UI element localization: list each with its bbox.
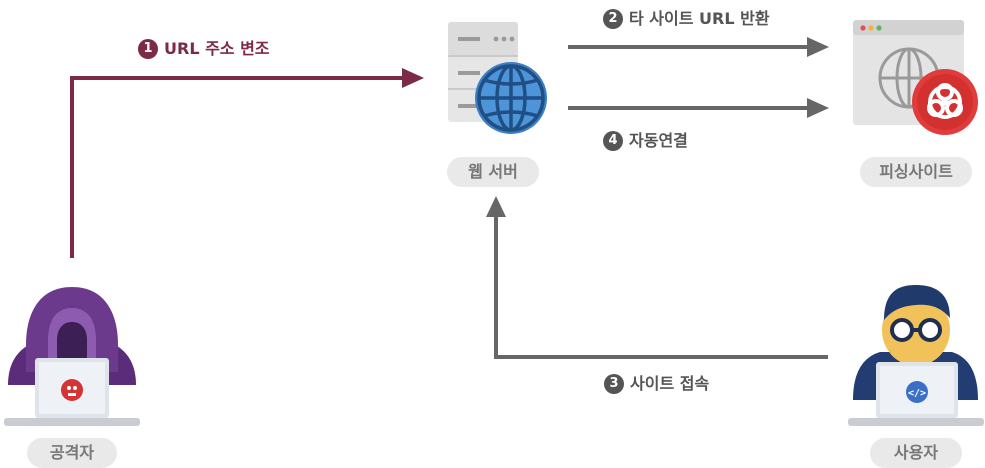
browser-biohazard-icon <box>853 20 978 135</box>
user-label: 사용자 <box>870 438 962 468</box>
web-server-label: 웹 서버 <box>447 157 539 187</box>
step-4-label: 4 자동연결 <box>603 130 688 152</box>
step-2-text: 타 사이트 URL 반환 <box>629 9 770 28</box>
hooded-hacker-icon <box>4 287 140 426</box>
step-3-text: 사이트 접속 <box>630 374 710 393</box>
step-2-number: 2 <box>603 9 623 29</box>
arrow-server-return-url <box>568 37 829 57</box>
server-globe-icon <box>448 22 547 134</box>
step-2-label: 2 타 사이트 URL 반환 <box>603 8 770 30</box>
step-3-label: 3 사이트 접속 <box>604 373 709 395</box>
developer-user-icon: </> <box>848 285 984 426</box>
step-1-label: 1 URL 주소 변조 <box>138 38 270 60</box>
svg-text:</>: </> <box>908 388 926 399</box>
phishing-site-label: 피싱사이트 <box>860 157 972 187</box>
arrow-attacker-to-server <box>70 68 424 258</box>
step-1-text: URL 주소 변조 <box>164 39 270 58</box>
arrow-auto-connect <box>568 98 829 118</box>
step-3-number: 3 <box>604 374 624 394</box>
step-4-number: 4 <box>603 131 623 151</box>
attacker-label: 공격자 <box>27 438 117 468</box>
step-4-text: 자동연결 <box>629 131 688 150</box>
arrow-user-to-server <box>486 196 828 359</box>
step-1-number: 1 <box>138 39 158 59</box>
